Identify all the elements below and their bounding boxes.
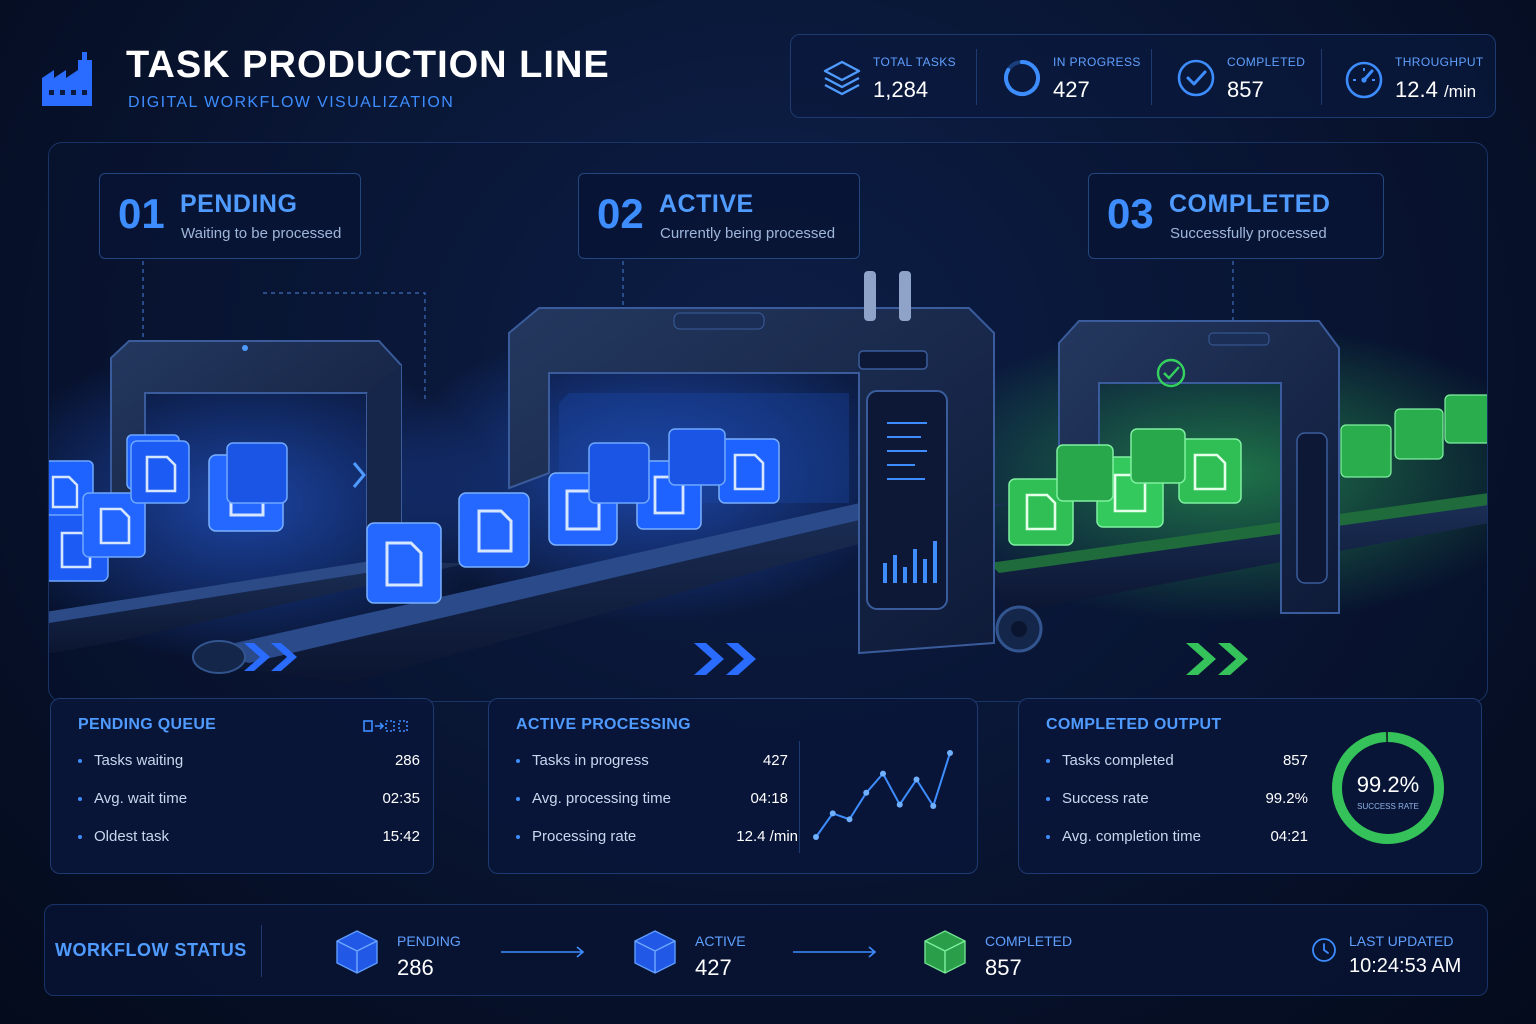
check-circle-icon (1177, 59, 1215, 97)
sparkline-point (863, 789, 870, 796)
stat-throughput[interactable]: THROUGHPUT 12.4 /min (1343, 35, 1493, 119)
workflow-step-label: COMPLETED (985, 933, 1073, 949)
stage-name: PENDING (180, 190, 298, 218)
sparkline-point (846, 816, 853, 823)
last-updated-label: LAST UPDATED (1349, 933, 1454, 949)
stat-completed[interactable]: COMPLETED 857 (1175, 35, 1325, 119)
flow-arrow (501, 946, 585, 958)
workflow-status-title: WORKFLOW STATUS (55, 940, 247, 960)
last-updated: LAST UPDATED 10:24:53 AM (1311, 923, 1481, 983)
stat-label: COMPLETED (1227, 55, 1306, 69)
sparkline-point (829, 810, 836, 817)
panel-title: ACTIVE PROCESSING (516, 716, 691, 733)
conveyor-scene (49, 261, 1487, 683)
sparkline-point (880, 770, 886, 777)
stat-in-progress[interactable]: IN PROGRESS 427 (1001, 35, 1151, 119)
stage-number: 03 (1107, 190, 1154, 237)
stat-value: 12.4 /min (1395, 77, 1477, 102)
workflow-step-label: PENDING (397, 933, 461, 949)
app-header: TASK PRODUCTION LINE DIGITAL WORKFLOW VI… (40, 44, 609, 124)
sparkline-svg (813, 750, 953, 840)
layers-icon (823, 60, 861, 96)
cube-icon (336, 930, 378, 974)
sparkline-point (813, 834, 819, 840)
workflow-step-active[interactable]: ACTIVE 427 (633, 923, 773, 983)
stat-value: 857 (1227, 77, 1264, 102)
workflow-step-completed[interactable]: COMPLETED 857 (923, 923, 1083, 983)
sparkline-point (947, 750, 953, 756)
page-subtitle: DIGITAL WORKFLOW VISUALIZATION (128, 94, 455, 111)
progress-ring-icon (1004, 59, 1041, 96)
stage-number: 01 (118, 190, 165, 237)
pending-cubes (49, 434, 288, 582)
stage-description: Waiting to be processed (181, 225, 342, 242)
production-line-view: 01 PENDING Waiting to be processed 02 AC… (48, 142, 1488, 702)
stage-description: Currently being processed (660, 225, 836, 242)
cube-icon (924, 930, 966, 974)
flow-arrow (793, 946, 877, 958)
last-updated-value: 10:24:53 AM (1349, 955, 1462, 977)
sparkline-point (896, 801, 903, 808)
success-rate-donut: 99.2% SUCCESS RATE (1329, 729, 1447, 847)
workflow-step-label: ACTIVE (695, 933, 746, 949)
stat-value: 427 (1053, 77, 1090, 102)
workflow-step-pending[interactable]: PENDING 286 (335, 923, 475, 983)
panel-title: COMPLETED OUTPUT (1046, 716, 1222, 733)
clock-icon (1312, 938, 1336, 962)
workflow-step-value: 286 (397, 955, 434, 980)
completed-cubes (1008, 394, 1487, 546)
stat-total-tasks[interactable]: TOTAL TASKS 1,284 (821, 35, 971, 119)
speedometer-icon (1345, 61, 1383, 99)
panel-title: PENDING QUEUE (78, 716, 217, 733)
workflow-step-value: 427 (695, 955, 732, 980)
stage-description: Successfully processed (1170, 225, 1327, 242)
sparkline-point (913, 776, 920, 783)
factory-icon (42, 52, 92, 106)
sparkline-line (815, 752, 951, 838)
stats-bar: TOTAL TASKS 1,284 IN PROGRESS 427 COMPLE… (790, 34, 1496, 118)
stat-label: THROUGHPUT (1395, 55, 1484, 69)
donut-label: SUCCESS RATE (1357, 802, 1419, 811)
stage-label-pending[interactable]: 01 PENDING Waiting to be processed (99, 173, 361, 259)
donut-value: 99.2% (1357, 772, 1419, 797)
queue-flow-icon (363, 720, 408, 732)
active-cubes (366, 428, 780, 604)
stat-value: 1,284 (873, 77, 929, 102)
stage-label-active[interactable]: 02 ACTIVE Currently being processed (578, 173, 860, 259)
stage-label-completed[interactable]: 03 COMPLETED Successfully processed (1088, 173, 1384, 259)
stage-name: COMPLETED (1169, 190, 1331, 218)
stage-number: 02 (597, 190, 644, 237)
sparkline-chart (799, 741, 959, 853)
cube-icon (634, 930, 676, 974)
stat-label: IN PROGRESS (1053, 55, 1141, 69)
stage-name: ACTIVE (659, 190, 754, 218)
sparkline-point (930, 803, 937, 810)
page-title: TASK PRODUCTION LINE (126, 44, 610, 86)
stat-label: TOTAL TASKS (873, 55, 957, 69)
workflow-status-bar: WORKFLOW STATUS PENDING 286 ACTIVE 427 C… (44, 904, 1488, 996)
workflow-step-value: 857 (985, 955, 1022, 980)
